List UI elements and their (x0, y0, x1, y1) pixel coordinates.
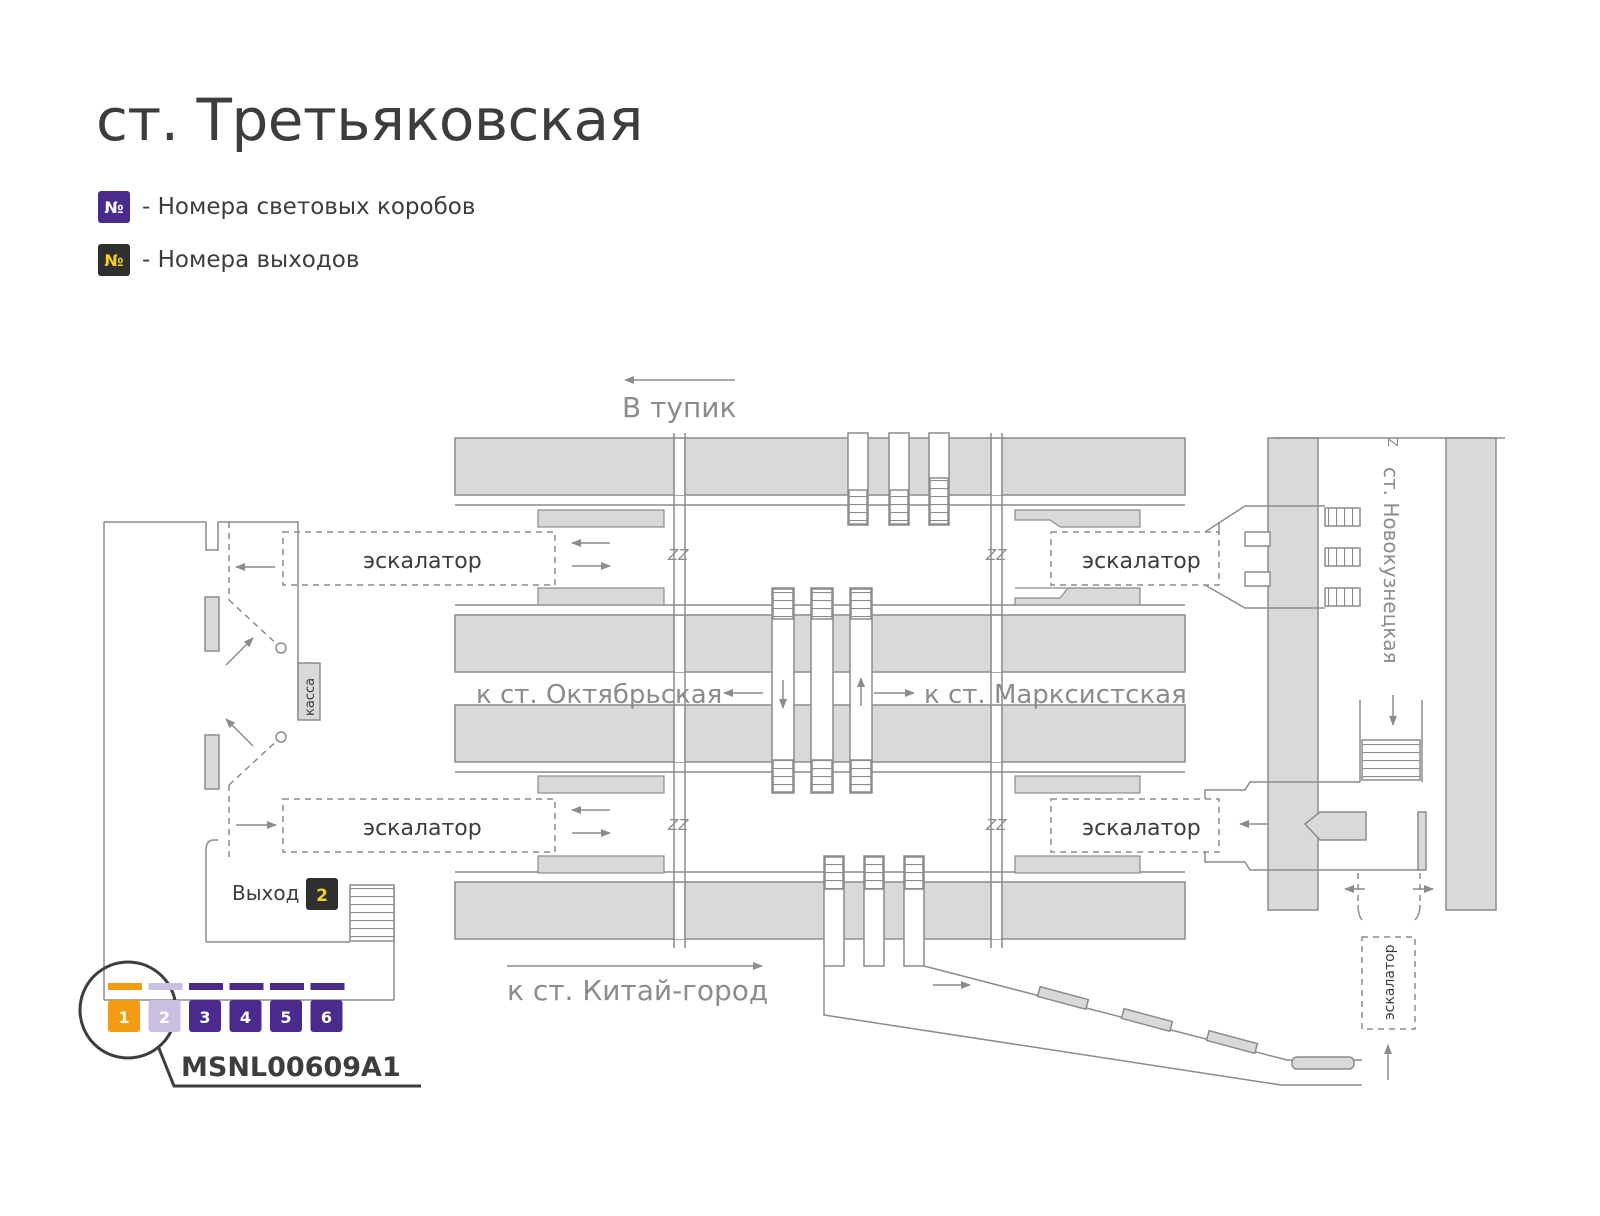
lightbox-number: 4 (240, 1008, 251, 1027)
zz-mark: ZZ (667, 546, 689, 564)
escalator-label: эскалатор (1082, 549, 1201, 574)
legend-exits: № - Номера выходов (98, 244, 359, 276)
central-arrows (779, 677, 865, 709)
to-oktyabrskaya-label: к ст. Октябрьская (476, 680, 722, 710)
lightbox-bar (148, 983, 183, 990)
direction-labels: В тупик к ст. Октябрьская к ст. Марксист… (476, 391, 1187, 1007)
top-stairs (847, 432, 950, 526)
exit-badge (306, 878, 338, 910)
lightbox-2 (148, 1000, 181, 1032)
platform-benches (537, 509, 1141, 874)
lightbox-number: 6 (321, 1008, 332, 1027)
exit-number-icon: № (98, 244, 130, 276)
lightbox-strip: 1 2 3 4 5 6 MSNL00609A1 (78, 960, 421, 1088)
zz-marks: ZZ ZZ ZZ ZZ (667, 546, 1007, 834)
legend-lightboxes-text: - Номера световых коробов (142, 194, 476, 220)
lightbox-number: 1 (118, 1008, 129, 1027)
escalator-label: эскалатор (363, 816, 482, 841)
kassa-label: касса (303, 678, 318, 716)
vestibule-arrows (225, 563, 277, 829)
central-stairs (771, 587, 873, 794)
lightbox-number: 5 (280, 1008, 291, 1027)
turnstiles (228, 522, 282, 860)
zz-mark: ZZ (667, 816, 689, 834)
lightbox-bar (310, 983, 345, 990)
lightbox-bar (270, 983, 304, 990)
lightbox-bar (189, 983, 223, 990)
escalator-label: эскалатор (1082, 816, 1201, 841)
lightbox-5 (270, 1000, 302, 1032)
z-mark: Z (1384, 438, 1399, 447)
zz-mark: ZZ (985, 546, 1007, 564)
exit-number: 2 (316, 886, 328, 906)
lightbox-6 (310, 1000, 343, 1032)
left-vestibule (103, 521, 395, 1001)
station-title: ст. Третьяковская (96, 86, 643, 154)
legend-exits-text: - Номера выходов (142, 247, 360, 273)
lightbox-1 (108, 1000, 140, 1032)
lightbox-number: 2 (159, 1008, 170, 1027)
bottom-stairs (823, 855, 925, 967)
escalator-label: эскалатор (363, 549, 482, 574)
left-escalators (282, 531, 556, 853)
lightbox-number: 3 (199, 1008, 210, 1027)
lightbox-number-icon: № (98, 191, 130, 223)
exit-label: Выход (232, 881, 299, 905)
lightbox-4 (229, 1000, 262, 1032)
lightbox-bar (108, 983, 142, 990)
dead-end-label: В тупик (622, 391, 736, 424)
exit-stairs (349, 884, 395, 942)
right-passages (823, 437, 1505, 1086)
zz-mark: ZZ (985, 816, 1007, 834)
to-marksistskaya-label: к ст. Марксистская (924, 680, 1187, 710)
to-kitay-gorod-label: к ст. Китай-город (507, 974, 768, 1007)
direction-arrows (507, 376, 915, 970)
lightbox-3 (189, 1000, 221, 1032)
legend-lightboxes: № - Номера световых коробов (98, 191, 475, 223)
novokuznetskaya-label: ст. Новокузнецкая (1379, 467, 1403, 664)
escalator-label: эскалатор (1382, 944, 1398, 1020)
passage-lines (673, 433, 1003, 948)
lightbox-bar (229, 983, 264, 990)
box-code: MSNL00609A1 (181, 1052, 401, 1083)
